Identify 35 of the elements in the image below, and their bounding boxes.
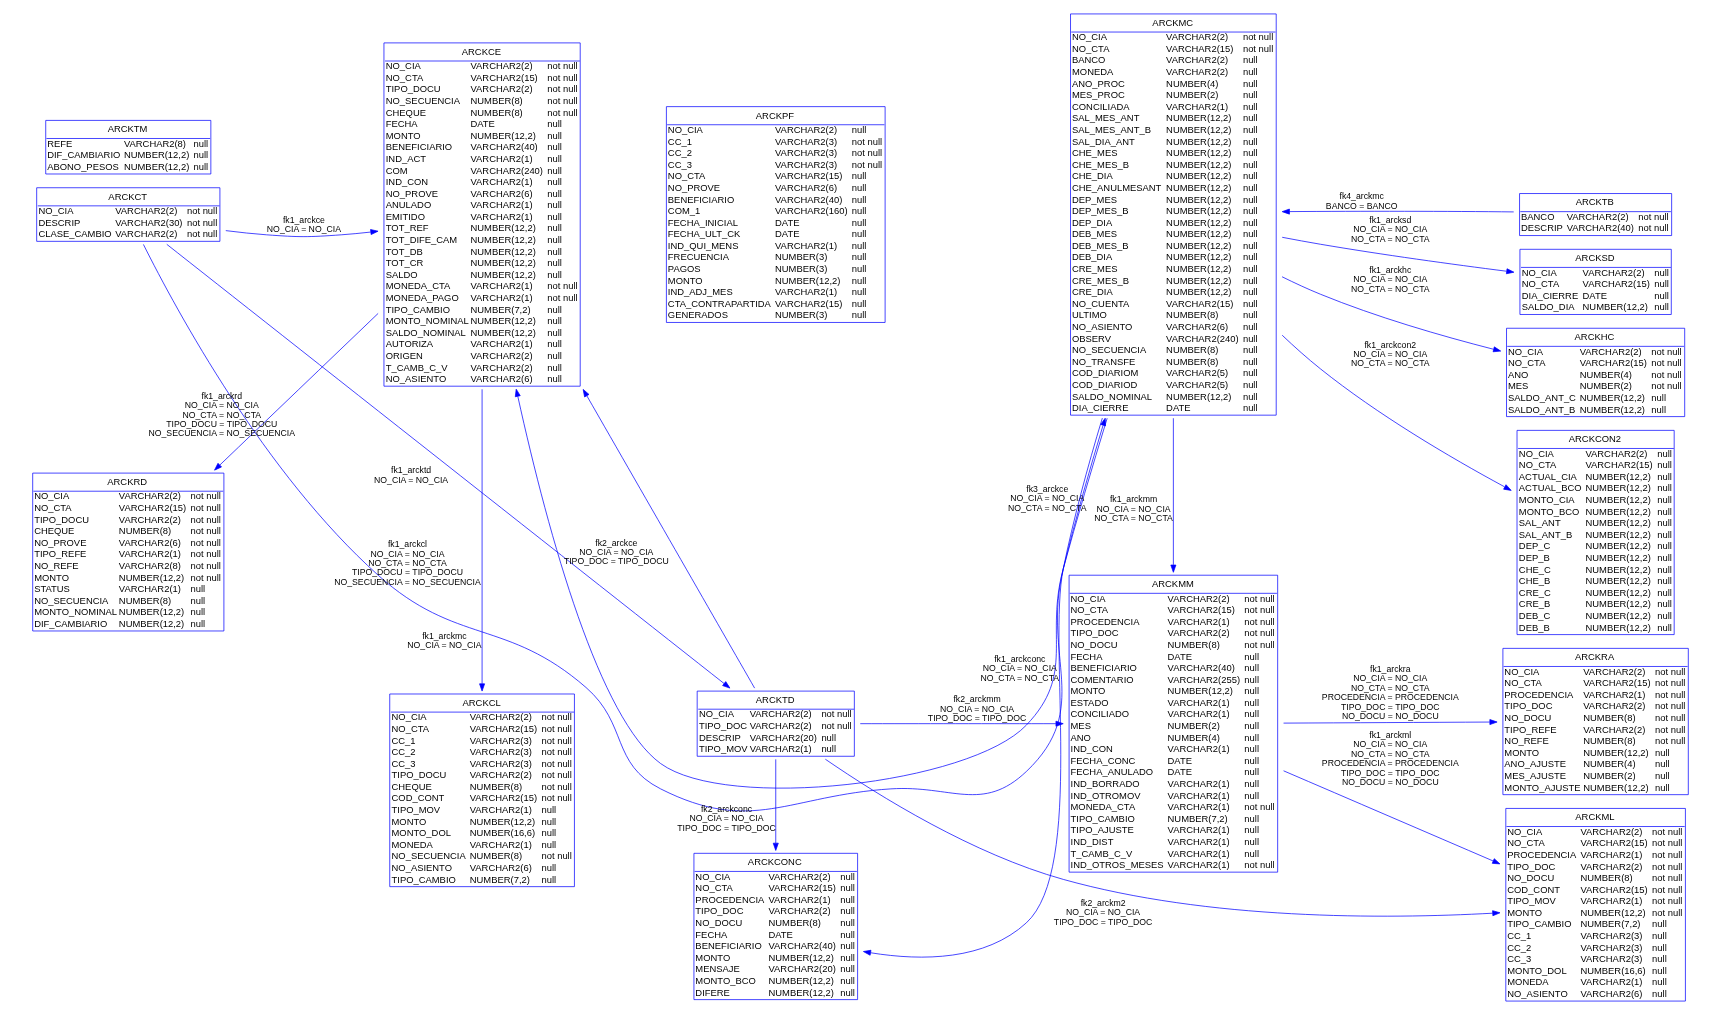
edge-label: fk1_arckrd NO_CIA = NO_CIA NO_CTA = NO_CTA TIPO_DOCU = TIPO_DOCU NO_SECUENCIA = NO_SECUENCIA	[148, 390, 295, 439]
arrow	[1281, 208, 1514, 215]
edge-label: fk2_arckconc NO_CIA = NO_CIA TIPO_DOC = TIPO_DOC	[676, 803, 776, 833]
arrow	[213, 313, 378, 471]
edge-label: fk1_arckconc NO_CIA = NO_CIA NO_CTA = NO_CTA	[980, 653, 1059, 683]
arrow	[862, 417, 1103, 958]
arrow	[478, 388, 485, 692]
arrow	[514, 388, 1108, 789]
arrow	[224, 229, 378, 237]
edge-label: fk1_arckcon2 NO_CIA = NO_CIA NO_CTA = NO_CTA	[1350, 339, 1430, 369]
edge-label: fk4_arckmc BANCO = BANCO	[1325, 191, 1398, 211]
arrow	[165, 243, 730, 689]
edge-label: fk1_arcksd NO_CIA = NO_CIA NO_CTA = NO_CTA	[1350, 214, 1430, 244]
arrow	[1281, 236, 1514, 275]
arrow	[1281, 334, 1512, 491]
edge-label: fk1_arckcl NO_CIA = NO_CIA NO_CTA = NO_CTA TIPO_DOCU = TIPO_DOCU NO_SECUENCIA = NO_SECUENCIA	[333, 539, 481, 587]
edge-label: fk1_arckra NO_CIA = NO_CIA NO_CTA = NO_CTA PROCEDENCIA = PROCEDENCIA TIPO_DOC = TIPO_DOC NO_DOCU = NO_DOCU	[1321, 663, 1459, 722]
edge-label: fk1_arckce NO_CIA = NO_CIA	[266, 214, 341, 235]
edge-label: fk1_arcktd NO_CIA = NO_CIA	[373, 465, 448, 485]
arrow	[772, 758, 779, 851]
arrow	[1282, 770, 1500, 865]
edge-label: fk2_arckce NO_CIA = NO_CIA TIPO_DOC = TIPO_DOCU	[563, 537, 669, 567]
arrow	[1282, 719, 1497, 725]
edge-label: fk1_arckmc NO_CIA = NO_CIA	[406, 630, 481, 651]
arrow	[142, 244, 1106, 812]
arrow	[824, 758, 1500, 917]
edge-label: fk1_arckml NO_CIA = NO_CIA NO_CTA = NO_CTA PROCEDENCIA = PROCEDENCIA TIPO_DOC = TIPO_DOC NO_DOCU = NO_DOCU	[1321, 729, 1459, 787]
arrow	[1281, 276, 1501, 353]
arrow	[1170, 417, 1176, 573]
arrow	[582, 389, 755, 689]
edge-label: fk2_arckm2 NO_CIA = NO_CIA TIPO_DOC = TIPO_DOC	[1053, 897, 1152, 927]
arrow	[859, 720, 1064, 727]
edge-label: fk1_arckhc NO_CIA = NO_CIA NO_CTA = NO_CTA	[1350, 264, 1430, 294]
edge-label: fk2_arckmm NO_CIA = NO_CIA TIPO_DOC = TIPO_DOC	[927, 694, 1026, 724]
edge-label: fk1_arckmm NO_CIA = NO_CIA NO_CTA = NO_CTA	[1093, 494, 1173, 523]
